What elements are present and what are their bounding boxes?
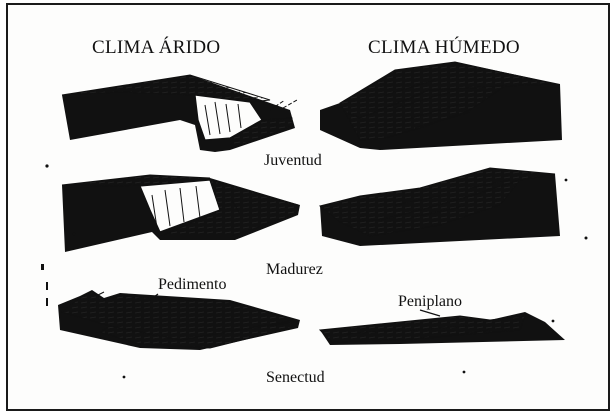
humid-maturity-block <box>320 168 560 246</box>
arid-old-age-block <box>58 290 300 350</box>
arid-maturity-block <box>62 175 300 252</box>
humid-youth-block <box>320 62 562 150</box>
arid-youth-block <box>62 75 297 152</box>
humid-old-age-block <box>320 310 565 345</box>
